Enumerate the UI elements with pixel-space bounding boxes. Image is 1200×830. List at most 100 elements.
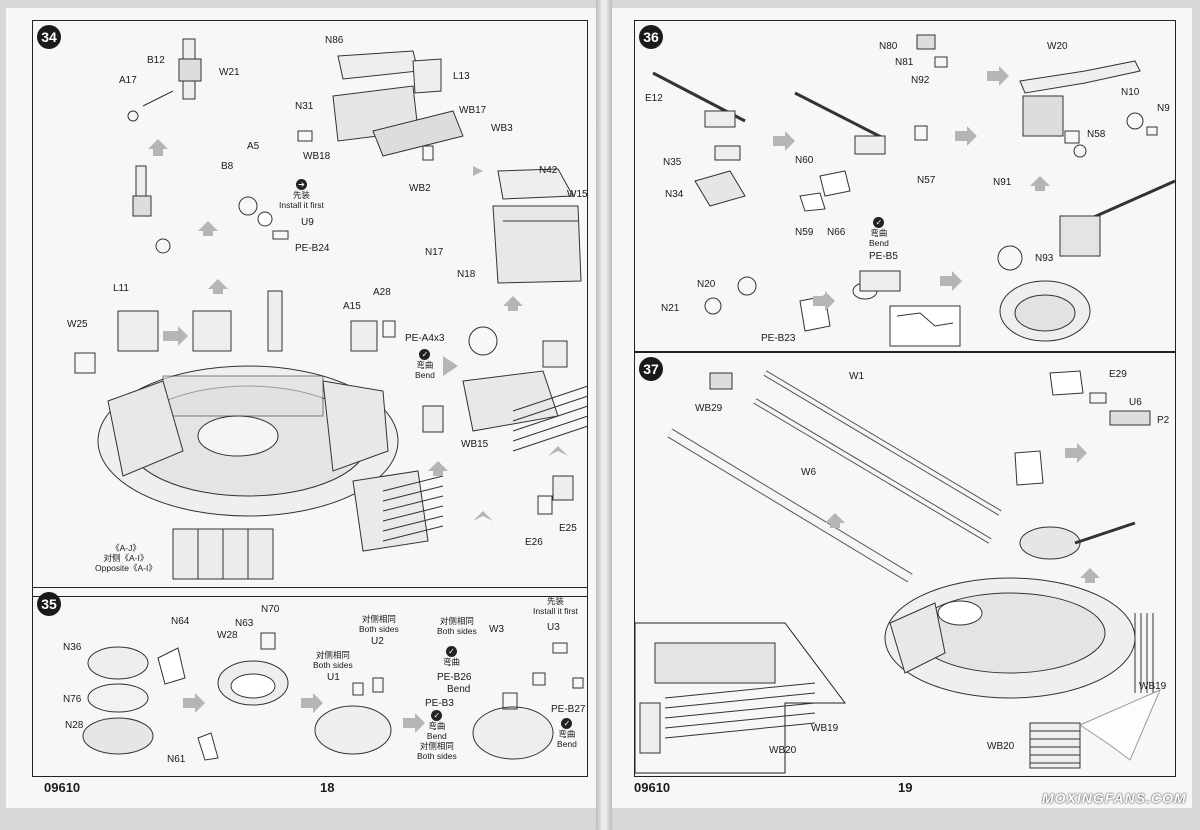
part-label-N64: N64 — [171, 616, 190, 627]
part-label-N58: N58 — [1087, 129, 1106, 140]
part-label-N18: N18 — [457, 269, 476, 280]
part-label-L13: L13 — [453, 71, 470, 82]
step-34-illustration — [33, 21, 589, 598]
part-label-W1: W1 — [849, 371, 864, 382]
product-code: 09610 — [634, 780, 671, 795]
part-label-N80: N80 — [879, 41, 898, 52]
part-label-N92: N92 — [911, 75, 930, 86]
part-label-N59: N59 — [795, 227, 814, 238]
part-label-N36: N36 — [63, 642, 82, 653]
step-number-badge: 37 — [639, 357, 663, 381]
part-label-N66: N66 — [827, 227, 846, 238]
step-number-badge: 35 — [37, 592, 61, 616]
part-label-E29: E29 — [1109, 369, 1127, 380]
part-label-W21: W21 — [219, 67, 240, 78]
part-label-WB2: WB2 — [409, 183, 431, 194]
both-sides-cn: 对侧相同 — [315, 650, 350, 660]
part-label-N9: N9 — [1157, 103, 1170, 114]
part-label-W6: W6 — [801, 467, 816, 478]
part-label-N10: N10 — [1121, 87, 1140, 98]
step-35-panel: 35 N64 N36 N63 N70 W28 N76 N28 N61 对侧相同 … — [32, 587, 588, 777]
install-first-en: Install it first — [533, 606, 578, 616]
both-sides-cn: 对侧相同 — [419, 741, 454, 751]
part-label-N91: N91 — [993, 177, 1012, 188]
bend-cn: 弯曲 — [870, 228, 888, 238]
part-label-W25: W25 — [67, 319, 88, 330]
part-label-WB19: WB19 — [1139, 681, 1167, 692]
part-label-N70: N70 — [261, 604, 280, 615]
part-label-N42: N42 — [539, 165, 558, 176]
bend-icon: ✓ — [561, 718, 573, 729]
step-37-illustration — [635, 353, 1177, 778]
part-label-N93: N93 — [1035, 253, 1054, 264]
part-label-WB18: WB18 — [303, 151, 331, 162]
part-label-L11: L11 — [113, 283, 129, 294]
both-sides-en: Both sides — [313, 660, 353, 670]
part-label-PE-B23: PE-B23 — [761, 333, 796, 344]
part-label-PE-B27: PE-B27 — [551, 704, 586, 715]
both-sides-en: Both sides — [417, 751, 457, 761]
binding-gutter — [596, 0, 612, 830]
bend-cn: 弯曲 — [558, 729, 576, 739]
part-label-N81: N81 — [895, 57, 914, 68]
bend-icon: ✓ — [431, 710, 443, 721]
part-label-A28: A28 — [373, 287, 391, 298]
install-first-cn: 先装 — [546, 596, 564, 606]
part-label-WB29: WB29 — [695, 403, 723, 414]
install-first-icon: ➔ — [295, 179, 307, 190]
both-sides-cn: 对侧相同 — [439, 616, 474, 626]
part-label-B8: B8 — [221, 161, 234, 172]
part-label-N63: N63 — [235, 618, 254, 629]
bend-cn: 弯曲 — [416, 360, 434, 370]
part-label-A5: A5 — [247, 141, 260, 152]
part-label-N61: N61 — [167, 754, 186, 765]
part-label-U3: U3 — [547, 622, 560, 633]
install-first-note-u3: 先装 Install it first — [533, 596, 578, 616]
bend-note: ✓ 弯曲 Bend — [869, 217, 889, 248]
manual-page-left: 34 A17 B12 W21 N86 L13 N31 WB17 WB3 WB18… — [6, 8, 596, 808]
bend-en: Bend — [869, 238, 889, 248]
part-label-U2: U2 — [371, 636, 384, 647]
step-34-panel: 34 A17 B12 W21 N86 L13 N31 WB17 WB3 WB18… — [32, 20, 588, 597]
bend-en-b26: Bend — [447, 684, 471, 695]
step-35-illustration — [33, 588, 589, 778]
both-sides-en: Both sides — [437, 626, 477, 636]
part-label-A15: A15 — [343, 301, 361, 312]
opposite-cn: 对侧《A-I》 — [103, 553, 149, 563]
part-label-N34: N34 — [665, 189, 684, 200]
part-label-N76: N76 — [63, 694, 82, 705]
part-label-N28: N28 — [65, 720, 84, 731]
install-first-note: ➔ 先装 Install it first — [279, 179, 324, 210]
both-sides-note-u2: 对侧相同 Both sides — [359, 614, 399, 634]
page-number-right: 19 — [898, 780, 913, 795]
part-label-WB15: WB15 — [461, 439, 489, 450]
part-label-U9: U9 — [301, 217, 314, 228]
part-label-U6: U6 — [1129, 397, 1142, 408]
bend-note-b27: ✓ 弯曲 Bend — [557, 718, 577, 749]
part-label-N31: N31 — [295, 101, 314, 112]
bend-note-b26: ✓ 弯曲 — [443, 646, 460, 667]
part-label-N21: N21 — [661, 303, 680, 314]
part-label-WB3: WB3 — [491, 123, 513, 134]
part-label-W20: W20 — [1047, 41, 1068, 52]
part-label-WB20-inset: WB20 — [769, 745, 797, 756]
bend-en: Bend — [415, 370, 435, 380]
part-label-E12: E12 — [645, 93, 663, 104]
part-label-W28: W28 — [217, 630, 238, 641]
both-sides-en: Both sides — [359, 624, 399, 634]
both-sides-note-u1: 对侧相同 Both sides — [313, 650, 353, 670]
part-label-WB17: WB17 — [459, 105, 487, 116]
part-label-P2: P2 — [1157, 415, 1170, 426]
part-label-N35: N35 — [663, 157, 682, 168]
bend-note-b3: ✓ 弯曲 Bend 对侧相同 Both sides — [417, 710, 457, 761]
part-label-PE-A4x3: PE-A4x3 — [405, 333, 445, 344]
both-sides-note-w3: 对侧相同 Both sides — [437, 616, 477, 636]
both-sides-cn: 对侧相同 — [361, 614, 396, 624]
part-label-PE-B3: PE-B3 — [425, 698, 454, 709]
part-label-N57: N57 — [917, 175, 936, 186]
watermark-text: MOXINGFANS.COM — [1042, 790, 1187, 806]
manual-page-right: 36 N80 N81 N92 W20 E12 N10 N9 N58 N35 N6… — [612, 8, 1192, 808]
step-36-panel: 36 N80 N81 N92 W20 E12 N10 N9 N58 N35 N6… — [634, 20, 1176, 352]
part-label-N60: N60 — [795, 155, 814, 166]
bend-cn: 弯曲 — [443, 657, 461, 667]
